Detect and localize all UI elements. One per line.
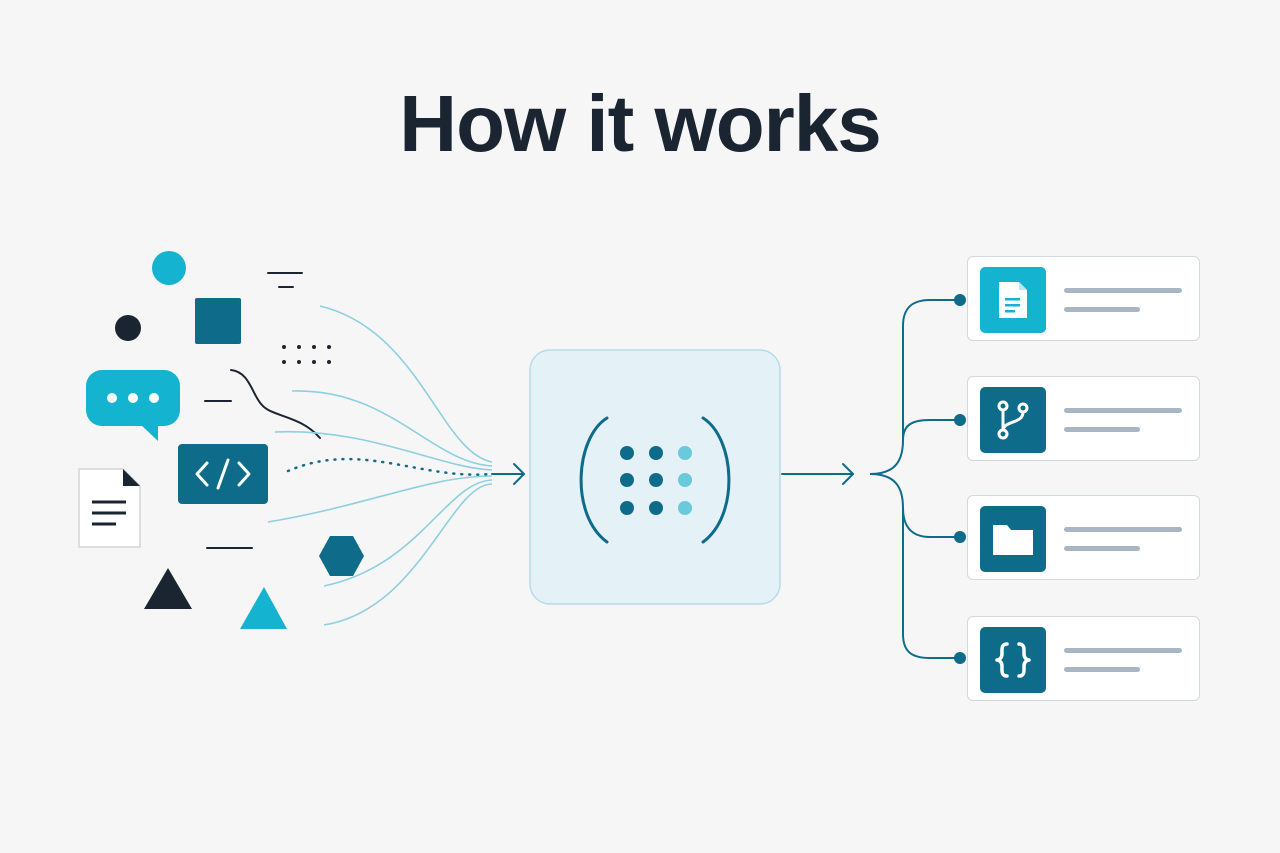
dotted-flow-line: [286, 457, 492, 476]
placeholder-line: [1064, 288, 1182, 293]
placeholder-line: [1064, 527, 1182, 532]
hexagon-icon: [319, 536, 364, 576]
circle-icon: [152, 251, 186, 285]
output-card-git-branch: [967, 376, 1200, 461]
output-card-folder: [967, 495, 1200, 580]
document-icon: [78, 468, 141, 548]
square-icon: [195, 298, 241, 344]
placeholder-line: [1064, 546, 1140, 551]
branch-connector: [869, 299, 959, 659]
code-icon: [178, 444, 268, 504]
placeholder-line: [1064, 307, 1140, 312]
placeholder-line: [1064, 427, 1140, 432]
output-card-json: [967, 616, 1200, 701]
processor-box: [529, 349, 781, 605]
brackets-dot-grid-icon: [579, 416, 731, 544]
dot-icon: [115, 315, 141, 341]
title-lines-icon: [267, 272, 303, 288]
arrow-right-icon: [781, 463, 854, 485]
placeholder-line: [1064, 648, 1182, 653]
dot-grid-icon: [282, 345, 331, 364]
page-title: How it works: [399, 79, 881, 168]
input-flow-lines: [267, 305, 493, 626]
document-icon: [980, 267, 1046, 333]
git-branch-icon: [980, 387, 1046, 453]
squiggle-icon: [204, 369, 321, 439]
placeholder-line: [1064, 408, 1182, 413]
output-card-document: [967, 256, 1200, 341]
chat-bubble-icon: [86, 370, 180, 441]
triangle-dark-icon: [144, 568, 192, 609]
folder-icon: [980, 506, 1046, 572]
arrow-right-icon: [491, 463, 525, 485]
curly-braces-icon: [980, 627, 1046, 693]
placeholder-line: [1064, 667, 1140, 672]
triangle-icon: [240, 587, 287, 629]
branch-nodes: [954, 294, 966, 664]
